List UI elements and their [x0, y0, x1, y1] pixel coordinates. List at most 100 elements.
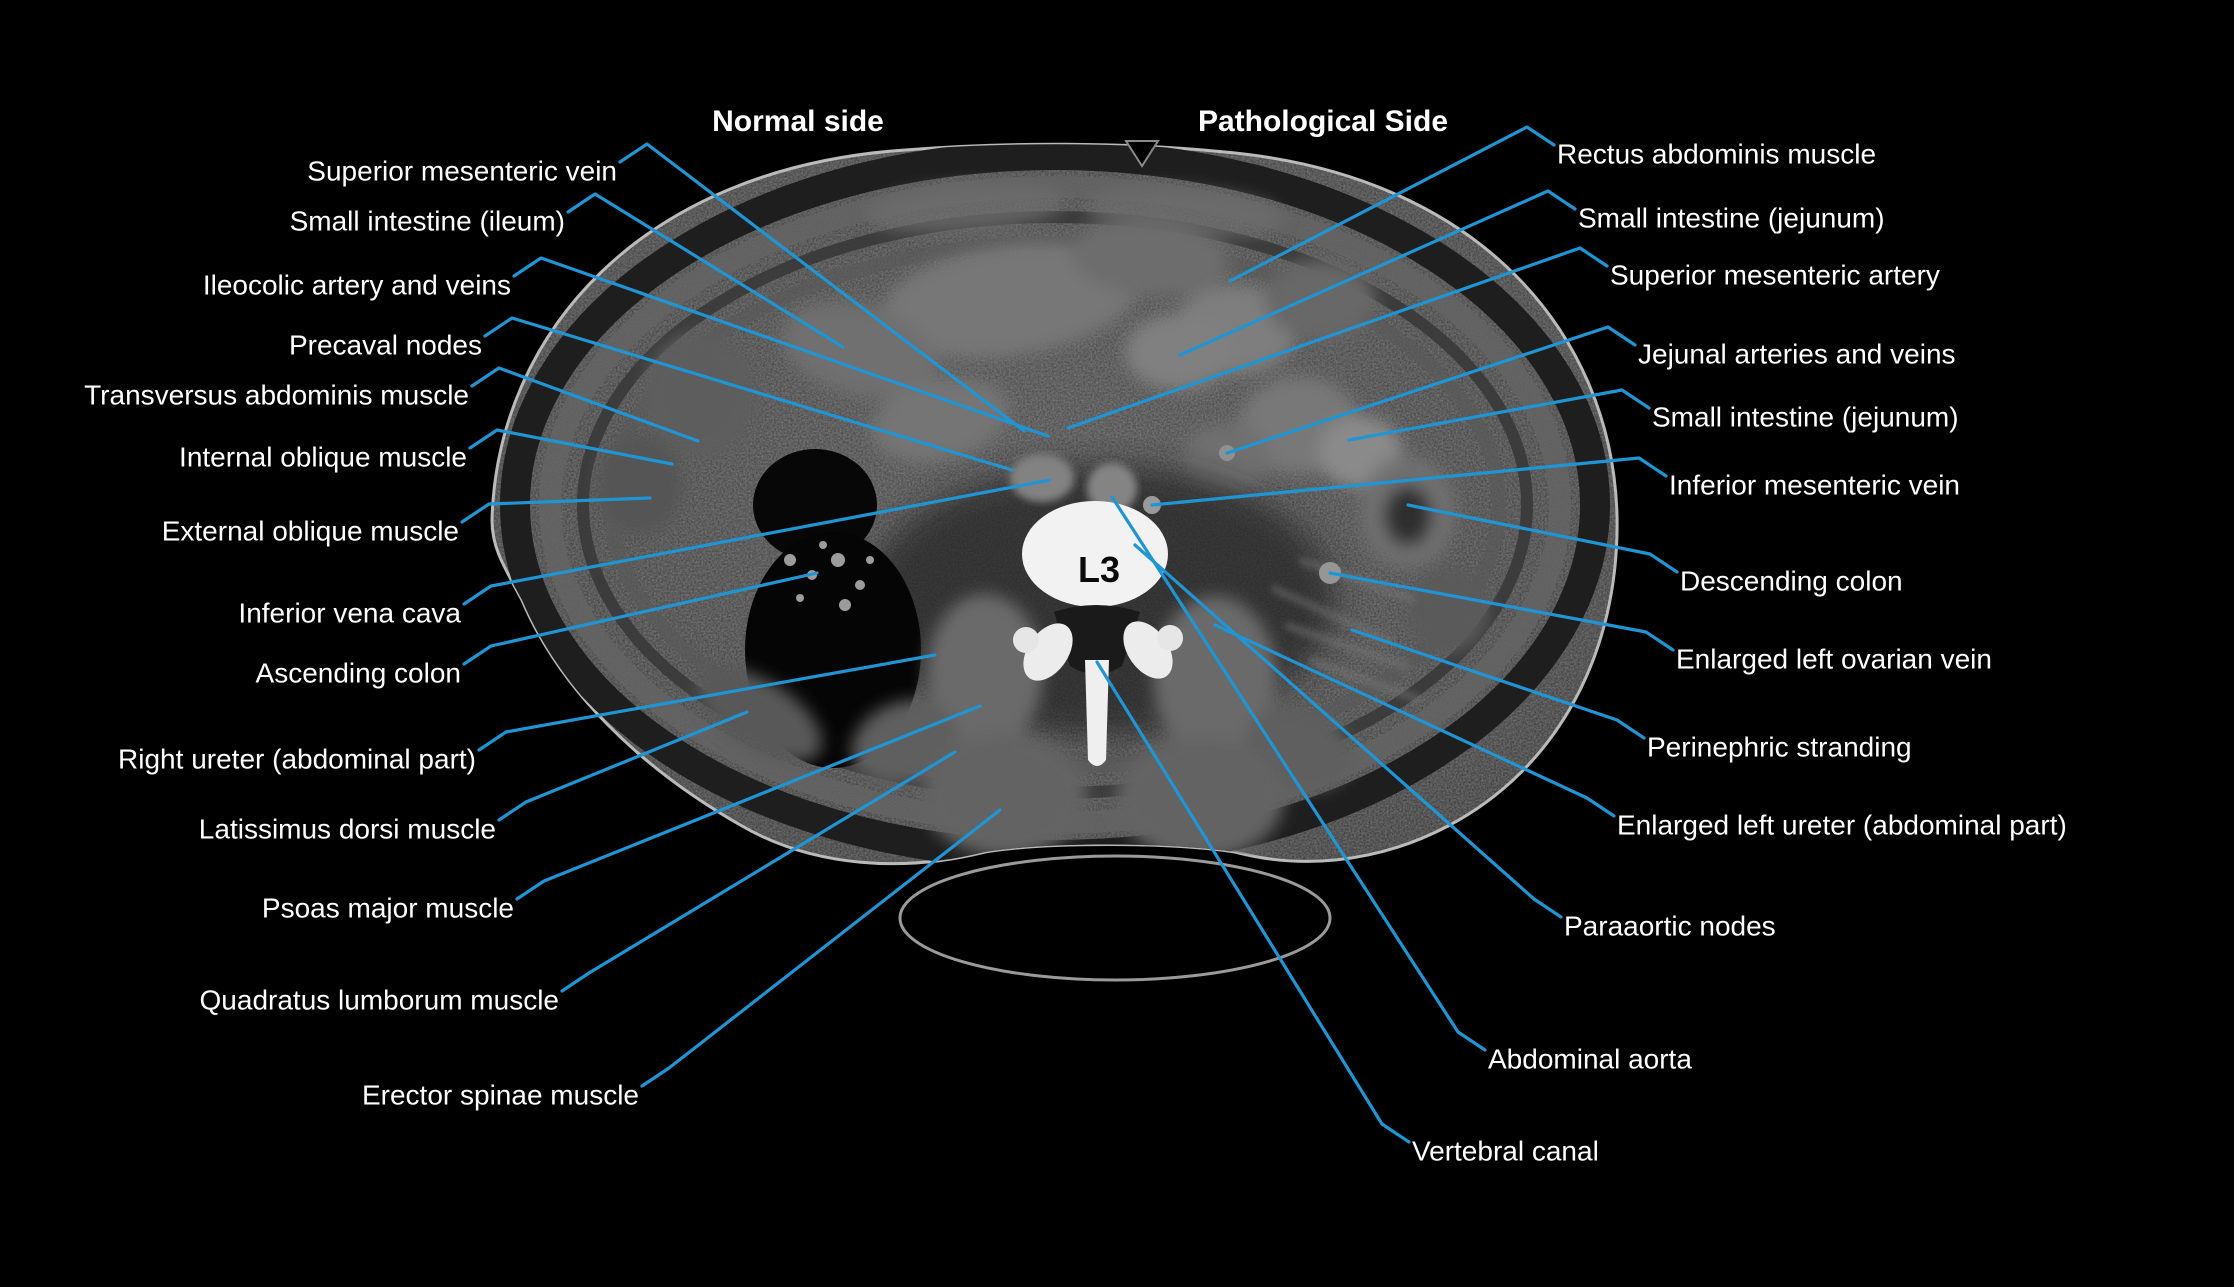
anatomy-label-text: Jejunal arteries and veins [1638, 338, 1956, 370]
leader-line [1095, 660, 1411, 1144]
vertebra-level-label: L3 [1078, 549, 1120, 590]
quadratus-right-shape [851, 699, 959, 785]
anatomy-label-text: Inferior mesenteric vein [1669, 469, 1961, 501]
colonic-content-speckles [784, 541, 874, 611]
anatomy-label-text: Abdominal aorta [1488, 1043, 1692, 1075]
anatomy-label-text: Transversus abdominis muscle [84, 379, 469, 411]
anatomy-label-text: Right ureter (abdominal part) [118, 743, 476, 775]
leader-line [1178, 189, 1577, 357]
posterior-muscles [697, 594, 1352, 860]
anatomy-label-text: External oblique muscle [161, 515, 459, 547]
leader-line [1228, 125, 1556, 283]
leader-line [1066, 246, 1609, 430]
leader-line [618, 142, 1026, 433]
leader-line [566, 192, 845, 349]
anatomy-label-text: Erector spinae muscle [361, 1079, 639, 1111]
perinephric-stranding-region [1270, 557, 1421, 703]
leader-line [470, 366, 700, 443]
anatomy-label: Small intestine (jejunum) [1652, 401, 1959, 433]
leader-line [1225, 325, 1637, 455]
spinal-canal [1054, 605, 1140, 674]
anatomy-label-text: Vertebral canal [1412, 1135, 1599, 1167]
posterior-midline-dip [898, 854, 1332, 982]
leader-line [462, 478, 1052, 606]
anatomy-label: Superior mesenteric artery [1610, 259, 1940, 291]
anatomy-label-text: Superior mesenteric vein [307, 155, 617, 187]
leader-line [512, 256, 1050, 438]
anatomy-label-text: Precaval nodes [288, 329, 482, 361]
anatomy-label-text: Psoas major muscle [261, 892, 514, 924]
anatomy-label-text: Perinephric stranding [1647, 731, 1912, 763]
anatomy-label-text: Quadratus lumborum muscle [199, 984, 559, 1016]
anatomy-label: Quadratus lumborum muscle [200, 984, 559, 1016]
vessels [1010, 445, 1341, 584]
leader-line [560, 750, 957, 993]
anatomy-label-text: Internal oblique muscle [179, 441, 467, 473]
leader-line [1213, 623, 1616, 818]
anatomy-label: Enlarged left ureter (abdominal part) [1617, 809, 2067, 841]
anatomy-label: Enlarged left ovarian vein [1676, 643, 1992, 675]
leader-line [460, 496, 652, 524]
anatomy-label-text: Superior mesenteric artery [1610, 259, 1940, 291]
anatomy-label: Descending colon [1680, 565, 1903, 597]
anatomy-label-text: Enlarged left ureter (abdominal part) [1617, 809, 2067, 841]
anatomy-label: Internal oblique muscle [179, 441, 467, 473]
leader-line [483, 316, 1014, 472]
anatomy-label: Erector spinae muscle [362, 1079, 639, 1111]
anatomy-label-text: Latissimus dorsi muscle [198, 813, 496, 845]
psoas-left-shape [1153, 596, 1277, 760]
erector-left-shape [1116, 736, 1284, 860]
leader-line [640, 808, 1002, 1088]
facet-left [1157, 625, 1183, 651]
leader-lines-layer [460, 125, 1679, 1144]
leader-line [497, 710, 749, 822]
leader-line [1328, 571, 1675, 652]
anatomy-label-text: Small intestine (ileum) [289, 205, 565, 237]
anatomy-label: Transversus abdominis muscle [84, 379, 469, 411]
anatomy-label-text: Enlarged left ovarian vein [1676, 643, 1992, 675]
inferior-vena-cava-shape [1010, 454, 1074, 502]
anatomy-label: Psoas major muscle [262, 892, 514, 924]
anatomy-label: Jejunal arteries and veins [1638, 338, 1956, 370]
anatomy-label: Small intestine (ileum) [290, 205, 565, 237]
anatomy-label: External oblique muscle [162, 515, 459, 547]
anatomy-label: Right ureter (abdominal part) [118, 743, 476, 775]
umbilicus-notch [1124, 140, 1160, 168]
psoas-right-shape [927, 594, 1043, 750]
anatomy-label: Abdominal aorta [1488, 1043, 1692, 1075]
anatomy-label: Perinephric stranding [1647, 731, 1912, 763]
bowel-loops [598, 219, 1488, 652]
spinous-process [1085, 660, 1109, 766]
aorta-shape [1087, 463, 1137, 513]
anatomy-label-text: Small intestine (jejunum) [1652, 401, 1959, 433]
anatomy-label: Inferior vena cava [238, 597, 461, 629]
facet-right [1013, 627, 1039, 653]
anatomy-label-text: Ileocolic artery and veins [202, 269, 511, 301]
leader-line [462, 571, 819, 666]
leader-line [468, 428, 674, 466]
anatomy-label-text: Descending colon [1680, 565, 1903, 597]
leader-line [1150, 456, 1668, 507]
anatomy-label: Superior mesenteric vein [307, 155, 617, 187]
anatomy-label: Latissimus dorsi muscle [199, 813, 496, 845]
header-normal-side: Normal side [712, 105, 884, 138]
anatomy-label: Small intestine (jejunum) [1578, 202, 1885, 234]
anatomy-label: Ascending colon [256, 657, 461, 689]
header-pathological-side: Pathological Side [1197, 105, 1449, 138]
anatomy-label-text: Ascending colon [255, 657, 461, 689]
anatomy-label-text: Inferior vena cava [238, 597, 461, 629]
leader-line [1110, 495, 1487, 1052]
anatomy-label: Precaval nodes [289, 329, 482, 361]
anatomy-label: Ileocolic artery and veins [203, 269, 511, 301]
anatomy-label: Vertebral canal [1412, 1135, 1599, 1167]
leader-line [1406, 503, 1679, 574]
leader-line [477, 653, 937, 752]
anatomy-label-text: Rectus abdominis muscle [1557, 138, 1877, 170]
anatomy-label-text: Small intestine (jejunum) [1578, 202, 1885, 234]
erector-right-shape [923, 733, 1087, 857]
leader-line [1133, 543, 1563, 919]
leader-line [1350, 628, 1646, 740]
leader-line [515, 704, 982, 901]
